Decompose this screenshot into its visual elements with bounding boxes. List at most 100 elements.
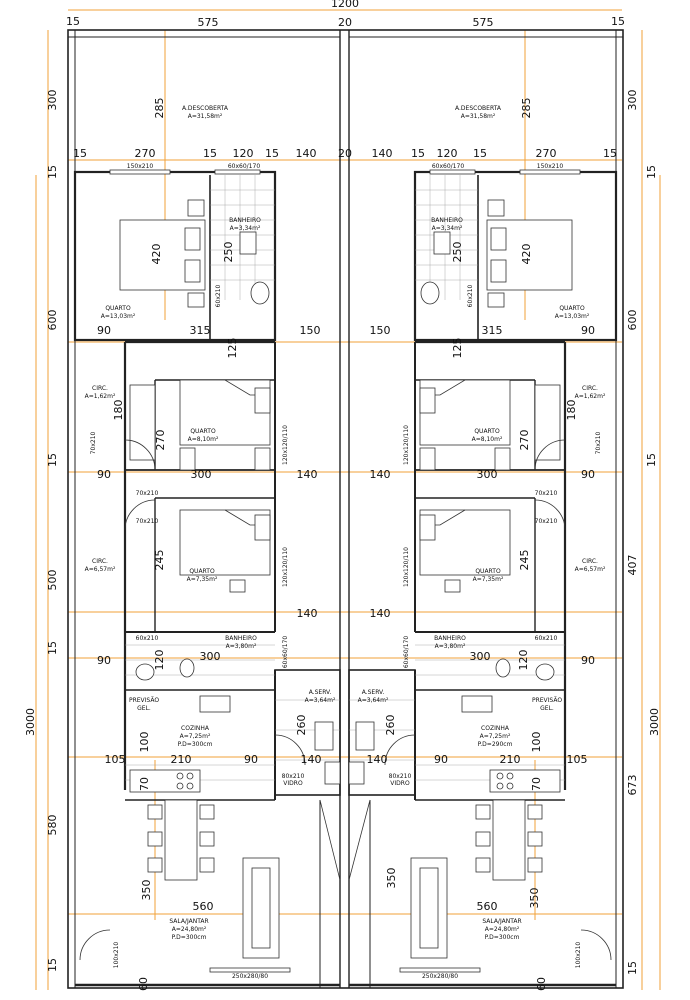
door-label: 60x210 — [215, 285, 222, 308]
inner-dim: 210 — [171, 753, 192, 766]
window-label: 60x60/170 — [432, 163, 464, 170]
inner-dim: 90 — [97, 654, 111, 667]
left-dim: 15 — [46, 453, 59, 467]
right-dim: 300 — [626, 90, 639, 111]
right-dim: 600 — [626, 310, 639, 331]
right-dim: 15 — [626, 961, 639, 975]
room-name-descoberta: A.DESCOBERTA — [455, 105, 502, 112]
row2-dim: 20 — [338, 147, 352, 160]
inner-dim: 100 — [138, 732, 151, 753]
room-name-quarto: QUARTO — [105, 305, 131, 312]
inner-dim: 105 — [567, 753, 588, 766]
room-area-sala: A=24,80m² — [485, 926, 520, 933]
door-label: 70x210 — [90, 432, 97, 455]
room-pd-cozinha: P.D=290cm — [478, 741, 513, 748]
room-pd-cozinha: P.D=300cm — [178, 741, 213, 748]
right-dim: 673 — [626, 775, 639, 796]
row2-dim: 15 — [265, 147, 279, 160]
inner-dim: 300 — [477, 468, 498, 481]
inner-dim: 420 — [150, 244, 163, 265]
room-area-quarto: A=13,03m² — [101, 313, 136, 320]
inner-dim: 105 — [105, 753, 126, 766]
row2-dim: 15 — [73, 147, 87, 160]
top-dimensions: 1200 15 575 20 575 15 — [66, 0, 625, 29]
room-name-quarto: QUARTO — [190, 428, 216, 435]
room-area-circ: A=6,57m² — [85, 566, 116, 573]
inner-dim: 70 — [138, 777, 151, 791]
vidro-label: VIDRO — [390, 780, 410, 787]
inner-dim: 300 — [191, 468, 212, 481]
inner-dim: 140 — [367, 753, 388, 766]
room-name-circ: CIRC. — [92, 558, 108, 565]
inner-dim: 285 — [153, 98, 166, 119]
inner-dim: 90 — [581, 654, 595, 667]
inner-dim: 90 — [244, 753, 258, 766]
inner-dim: 90 — [581, 324, 595, 337]
room-name-sala: SALA/JANTAR — [169, 918, 208, 925]
inner-dim: 350 — [385, 868, 398, 889]
room-name-banheiro: BANHEIRO — [225, 635, 257, 642]
right-side-dimensions: 300 15 600 15 407 3000 673 15 60 — [535, 90, 661, 992]
door-label: 60x210 — [136, 635, 159, 642]
right-width-dim: 575 — [473, 16, 494, 29]
window-label: 120x120/110 — [403, 547, 410, 587]
window-label: 120x120/110 — [282, 547, 289, 587]
door-label: 70x210 — [535, 490, 558, 497]
previsao-label: PREVISÃO — [532, 697, 562, 704]
room-area-banheiro: A=3,34m² — [230, 225, 261, 232]
inner-dim: 560 — [193, 900, 214, 913]
window-label: 120x120/110 — [403, 425, 410, 465]
room-area-descoberta: A=31,58m² — [188, 113, 223, 120]
room-name-circ: CIRC. — [582, 385, 598, 392]
room-area-aserv: A=3,64m² — [305, 697, 336, 704]
inner-dim: 270 — [154, 430, 167, 451]
inner-dim: 140 — [297, 607, 318, 620]
door-label: 70x210 — [136, 490, 159, 497]
window-label: 150x210 — [537, 163, 564, 170]
inner-dim: 300 — [200, 650, 221, 663]
row2-dim: 140 — [296, 147, 317, 160]
left-dim: 300 — [46, 90, 59, 111]
inner-dim: 420 — [520, 244, 533, 265]
vidro-label: VIDRO — [283, 780, 303, 787]
row2-dim: 120 — [233, 147, 254, 160]
left-side-dimensions: 300 15 600 15 500 15 3000 580 15 60 — [24, 90, 150, 992]
room-name-banheiro: BANHEIRO — [434, 635, 466, 642]
left-dim: 60 — [137, 977, 150, 991]
row2-dim: 270 — [135, 147, 156, 160]
room-name-circ: CIRC. — [582, 558, 598, 565]
center-width-dim: 20 — [338, 16, 352, 29]
room-name-quarto: QUARTO — [474, 428, 500, 435]
room-labels: A.DESCOBERTA A=31,58m² A.DESCOBERTA A=31… — [85, 105, 606, 941]
inner-dim: 350 — [140, 880, 153, 901]
left-dim: 600 — [46, 310, 59, 331]
inner-dim: 250 — [222, 242, 235, 263]
inner-dim: 285 — [520, 98, 533, 119]
room-pd-sala: P.D=300cm — [485, 934, 520, 941]
row2-dim: 15 — [411, 147, 425, 160]
room-pd-sala: P.D=300cm — [172, 934, 207, 941]
inner-dim: 140 — [370, 607, 391, 620]
walls — [67, 29, 624, 989]
room-area-quarto: A=8,10m² — [472, 436, 503, 443]
row2-dim: 270 — [536, 147, 557, 160]
inner-dim: 180 — [112, 400, 125, 421]
right-dim: 15 — [645, 453, 658, 467]
room-area-quarto: A=13,03m² — [555, 313, 590, 320]
inner-dim: 90 — [97, 468, 111, 481]
room-name-quarto: QUARTO — [189, 568, 215, 575]
inner-dim: 350 — [528, 888, 541, 909]
left-dim: 3000 — [24, 708, 37, 736]
door-label: 60x210 — [467, 285, 474, 308]
left-dim: 15 — [46, 958, 59, 972]
room-name-circ: CIRC. — [92, 385, 108, 392]
room-area-quarto: A=8,10m² — [188, 436, 219, 443]
window-label: 60x60/170 — [282, 636, 289, 668]
inner-dim: 90 — [434, 753, 448, 766]
room-area-banheiro: A=3,80m² — [226, 643, 257, 650]
inner-dim: 250 — [451, 242, 464, 263]
inner-dim: 140 — [370, 468, 391, 481]
left-dim: 500 — [46, 570, 59, 591]
inner-dim: 300 — [470, 650, 491, 663]
inner-dim: 90 — [97, 324, 111, 337]
